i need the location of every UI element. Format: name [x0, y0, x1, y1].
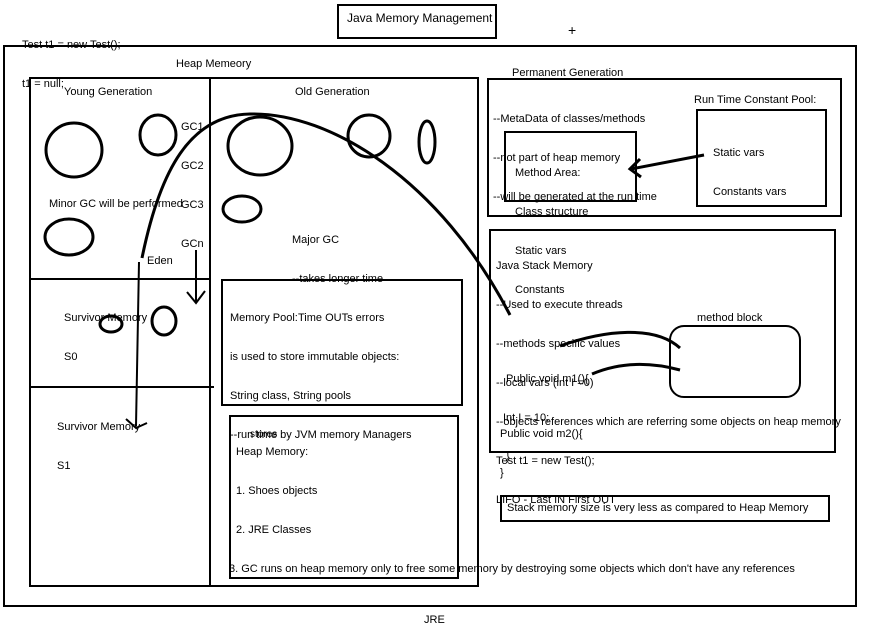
stack-note: Stack memory size is very less as compar… [507, 502, 809, 514]
old-object-1 [226, 115, 294, 177]
survivor1-label: Survivor Memory S1 [57, 421, 141, 472]
eden-arrow-down [125, 261, 148, 430]
young-object-2 [138, 113, 178, 157]
pool-to-method-area-arrow [627, 153, 705, 179]
m1-to-block-curve-2 [591, 362, 681, 376]
survivor-object-1 [98, 314, 124, 334]
gc-label: GC2 [181, 160, 204, 172]
method-area-box [504, 131, 637, 202]
code-line-2: t1 = null; [22, 78, 64, 90]
stack-memory-text: Java Stack Memory --Used to execute thre… [496, 260, 841, 506]
heap-box [29, 77, 479, 587]
heap-memory-box [229, 415, 459, 579]
method-m2-code: Public void m2(){ } [500, 428, 583, 479]
permanent-notes: --MetaData of classes/methods --not part… [493, 113, 657, 203]
permanent-box [487, 78, 842, 217]
eden-label: Eden [147, 255, 173, 267]
major-gc-notes: Major GC --takes longer time Time OUTs e… [292, 234, 385, 324]
old-object-2 [346, 113, 392, 159]
gc-label: GC1 [181, 121, 204, 133]
young-object-1 [44, 121, 104, 179]
survivor0-label: Survivor Memory S0 [64, 312, 148, 363]
old-generation-label: Old Generation [295, 86, 370, 98]
heap-label: Heap Memeory [176, 58, 252, 70]
old-object-4 [221, 194, 263, 224]
memory-pool-text: Memory Pool: is used to store immutable … [230, 312, 412, 441]
gc-labels: GC1 GC2 GC3 GCn [181, 95, 204, 264]
m1-to-block-curve-1 [559, 330, 682, 350]
runtime-pool-box [696, 109, 827, 207]
stack-box [489, 229, 836, 453]
method-block-label: method block [697, 312, 763, 324]
old-object-3 [417, 119, 437, 165]
jre-outer-box [3, 45, 857, 607]
gc-arrow-down [186, 250, 206, 305]
runtime-pool-label: Run Time Constant Pool: [694, 94, 817, 106]
young-generation-label: Young Generation [64, 86, 153, 98]
page-title: Java Memory Management [347, 11, 493, 25]
reference-curve [140, 112, 512, 316]
method-m1-code: Public void m1(){ Int I = 10; } [503, 373, 589, 463]
minor-gc-label: Minor GC will be performed [49, 198, 183, 210]
gc-label: GC3 [181, 199, 204, 211]
young-object-3 [43, 217, 95, 257]
method-area-text: Method Area: Class structure Static vars… [515, 167, 589, 296]
runtime-pool-text: Static vars Constants vars [713, 147, 787, 198]
gc-label: GCn [181, 238, 204, 250]
stores-annotation: stores [250, 429, 278, 440]
permanent-generation-label: Permanent Generation [512, 67, 624, 79]
stack-note-box [500, 495, 830, 522]
title-box [337, 4, 497, 39]
survivor-object-2 [150, 305, 178, 337]
code-line-1: Test t1 = new Test(); [22, 39, 121, 51]
memory-pool-box [221, 279, 463, 406]
code-snippet: Test t1 = new Test(); t1 = null; [22, 13, 121, 104]
method-block-box [669, 325, 801, 398]
jre-label: JRE [424, 614, 445, 626]
heap-memory-text: Heap Memory: 1. Shoes objects 2. JRE Cla… [229, 446, 795, 575]
plus-mark: + [568, 22, 577, 38]
